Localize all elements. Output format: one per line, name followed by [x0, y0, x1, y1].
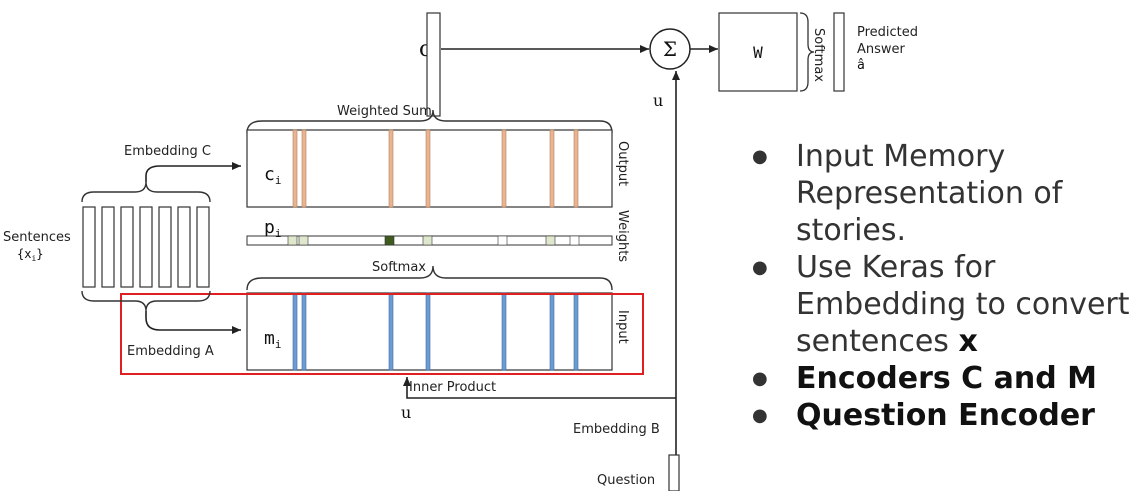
output-stripes — [292, 129, 579, 208]
embedding-a-label: Embedding A — [127, 344, 214, 359]
sentences-label: Sentences — [3, 230, 71, 245]
answer-module: W Softmax Predicted Answer â — [718, 12, 918, 92]
inner-product-arrow — [403, 377, 676, 399]
c-label: ci — [264, 164, 281, 187]
weights-label: Weights — [615, 210, 630, 262]
weighted-sum-brace — [246, 109, 613, 134]
a-hat-label: â — [857, 58, 865, 73]
weight-cell — [287, 235, 298, 246]
weight-cell — [569, 235, 580, 246]
sentence-vector — [101, 206, 115, 288]
sentences-set-label: {xi} — [17, 247, 44, 263]
u-bottom-label: u — [401, 403, 411, 422]
output-stripe — [425, 129, 431, 208]
input-stripe — [573, 292, 579, 371]
input-label: Input — [615, 310, 630, 344]
input-stripe — [292, 292, 298, 371]
p-label: pi — [264, 217, 281, 240]
bullet-item: Encoders C and M — [752, 360, 1142, 397]
highlight-box — [120, 293, 644, 375]
w-label: W — [753, 43, 763, 62]
input-stripe — [549, 292, 555, 371]
sentence-vector — [82, 206, 96, 288]
m-label: mi — [264, 328, 281, 351]
bullet-bold-x: x — [958, 324, 978, 359]
output-stripe — [573, 129, 579, 208]
input-stripe — [301, 292, 307, 371]
weighted-sum-label: Weighted Sum — [337, 104, 432, 119]
softmax-right-label: Softmax — [811, 28, 826, 82]
bullet-text: Encoders C and M — [796, 361, 1097, 396]
output-label: Output — [615, 141, 630, 186]
output-stripe — [501, 129, 507, 208]
embedding-c-label: Embedding C — [124, 144, 211, 159]
weight-cell — [298, 235, 309, 246]
memory-network-diagram: o Σ u Embedding B Question Inner Product… — [3, 12, 718, 491]
weight-cell — [545, 235, 556, 246]
sentence-vector — [139, 206, 153, 288]
embedding-b-label: Embedding B — [573, 422, 660, 437]
softmax-right-brace — [799, 12, 815, 92]
w-matrix — [718, 12, 798, 92]
u-top-label: u — [653, 91, 663, 110]
softmax-mid-label: Softmax — [372, 260, 426, 275]
answer-label: Answer — [857, 42, 906, 57]
input-stripe — [501, 292, 507, 371]
question-vector — [668, 454, 680, 491]
output-stripe — [301, 129, 307, 208]
o-vector — [426, 12, 441, 117]
sentence-vector — [196, 206, 210, 288]
embedding-c-arrow — [145, 162, 241, 182]
sigma-label: Σ — [663, 37, 677, 61]
bullet-text: Use Keras for Embedding to convert sente… — [796, 250, 1130, 359]
inner-product-label: Inner Product — [409, 380, 496, 395]
sentence-vector — [158, 206, 172, 288]
input-stripe — [425, 292, 431, 371]
input-stripe — [388, 292, 394, 371]
sentence-vector — [120, 206, 134, 288]
bullet-text: Question Encoder — [796, 398, 1095, 433]
sentence-vector — [177, 206, 191, 288]
bullet-item: Input Memory Representation of stories. — [752, 138, 1142, 249]
weight-cells — [287, 235, 580, 246]
softmax-brace — [246, 265, 613, 291]
weight-cell — [384, 235, 395, 246]
sentence-vectors — [82, 206, 210, 288]
embedding-a-arrow — [145, 311, 241, 334]
output-stripe — [549, 129, 555, 208]
bullet-item: Use Keras for Embedding to convert sente… — [752, 249, 1142, 360]
answer-vector — [833, 12, 845, 92]
question-label: Question — [597, 473, 655, 488]
weight-cell — [497, 235, 508, 246]
output-stripe — [388, 129, 394, 208]
bullet-text: Input Memory Representation of stories. — [796, 139, 1063, 248]
bullet-item: Question Encoder — [752, 397, 1142, 434]
output-stripe — [292, 129, 298, 208]
weight-cell — [422, 235, 433, 246]
predicted-label: Predicted — [857, 25, 918, 40]
bullet-list: Input Memory Representation of stories. … — [752, 138, 1142, 434]
sentences-brace — [81, 181, 211, 203]
